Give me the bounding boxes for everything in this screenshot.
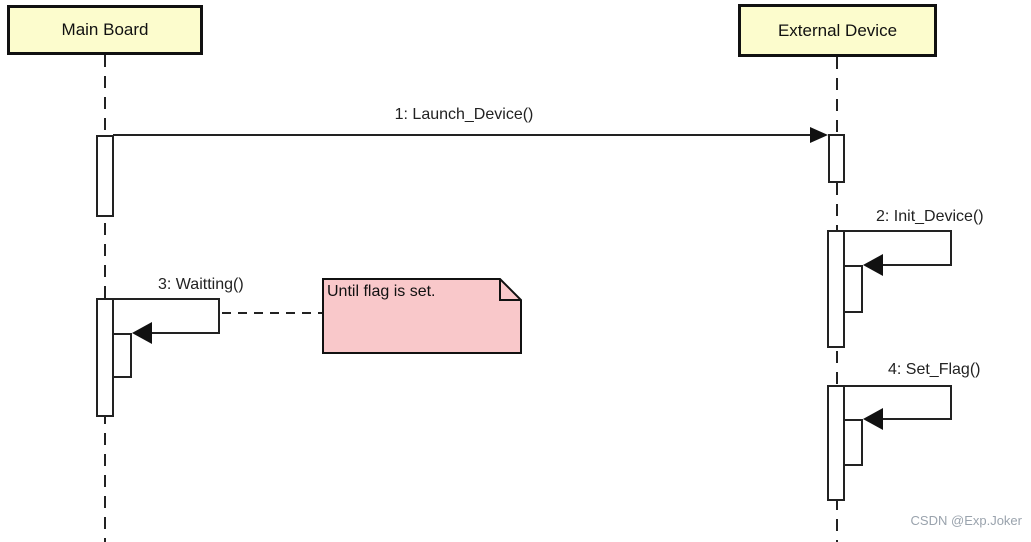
note-shape — [322, 278, 522, 354]
message-label-4: 4: Set_Flag() — [888, 361, 981, 378]
message-arrowhead-left-icon — [863, 254, 883, 276]
activation-main-board-1 — [96, 135, 114, 217]
activation-external-device-2-nested — [843, 265, 863, 313]
actor-box-external-device: External Device — [738, 4, 937, 57]
activation-external-device-3-nested — [843, 419, 863, 466]
watermark: CSDN @Exp.Joker — [910, 513, 1022, 528]
self-message-loop-4 — [844, 385, 952, 420]
message-arrowhead-left-icon — [863, 408, 883, 430]
message-label-3: 3: Waitting() — [158, 276, 244, 293]
self-message-return-line-3 — [150, 332, 220, 334]
actor-label-main-board: Main Board — [61, 20, 149, 39]
self-message-loop-3 — [113, 298, 220, 334]
message-arrowhead-left-icon — [132, 322, 152, 344]
note-text: Until flag is set. — [327, 283, 436, 300]
self-message-return-line-4 — [881, 418, 952, 420]
activation-main-board-2-nested — [112, 333, 132, 378]
note-anchor-link — [222, 312, 322, 314]
self-message-loop-2 — [844, 230, 952, 266]
message-line-1 — [113, 134, 810, 136]
message-label-1: 1: Launch_Device() — [394, 106, 534, 123]
self-message-return-line-2 — [881, 264, 952, 266]
actor-box-main-board: Main Board — [7, 5, 203, 55]
activation-external-device-1 — [828, 134, 845, 183]
actor-label-external-device: External Device — [777, 20, 898, 40]
message-label-2: 2: Init_Device() — [876, 208, 984, 225]
message-arrowhead-right-icon — [810, 127, 828, 143]
